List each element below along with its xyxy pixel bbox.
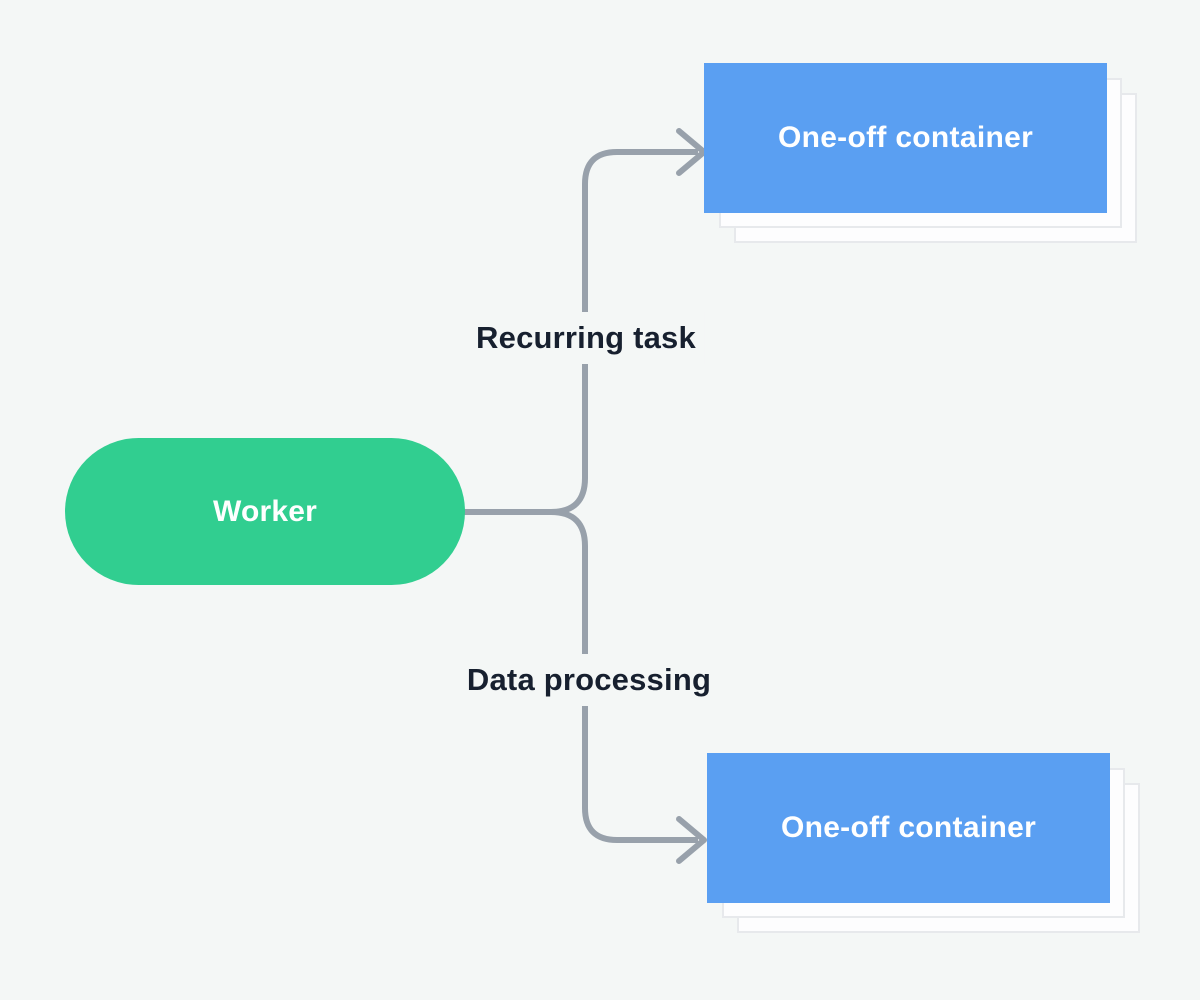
edge-label-data-processing: Data processing — [458, 654, 720, 706]
edge-label-recurring-task: Recurring task — [468, 312, 704, 364]
container-card-bottom: One-off container — [707, 753, 1110, 903]
arrow-right-icon — [676, 816, 707, 864]
worker-node-label: Worker — [212, 494, 318, 528]
container-node-top: One-off container — [704, 63, 1140, 246]
container-node-top-label: One-off container — [777, 121, 1034, 154]
container-node-bottom-label: One-off container — [780, 811, 1037, 844]
container-card-top: One-off container — [704, 63, 1107, 213]
container-node-bottom: One-off container — [707, 753, 1143, 936]
worker-node: Worker — [65, 438, 465, 585]
